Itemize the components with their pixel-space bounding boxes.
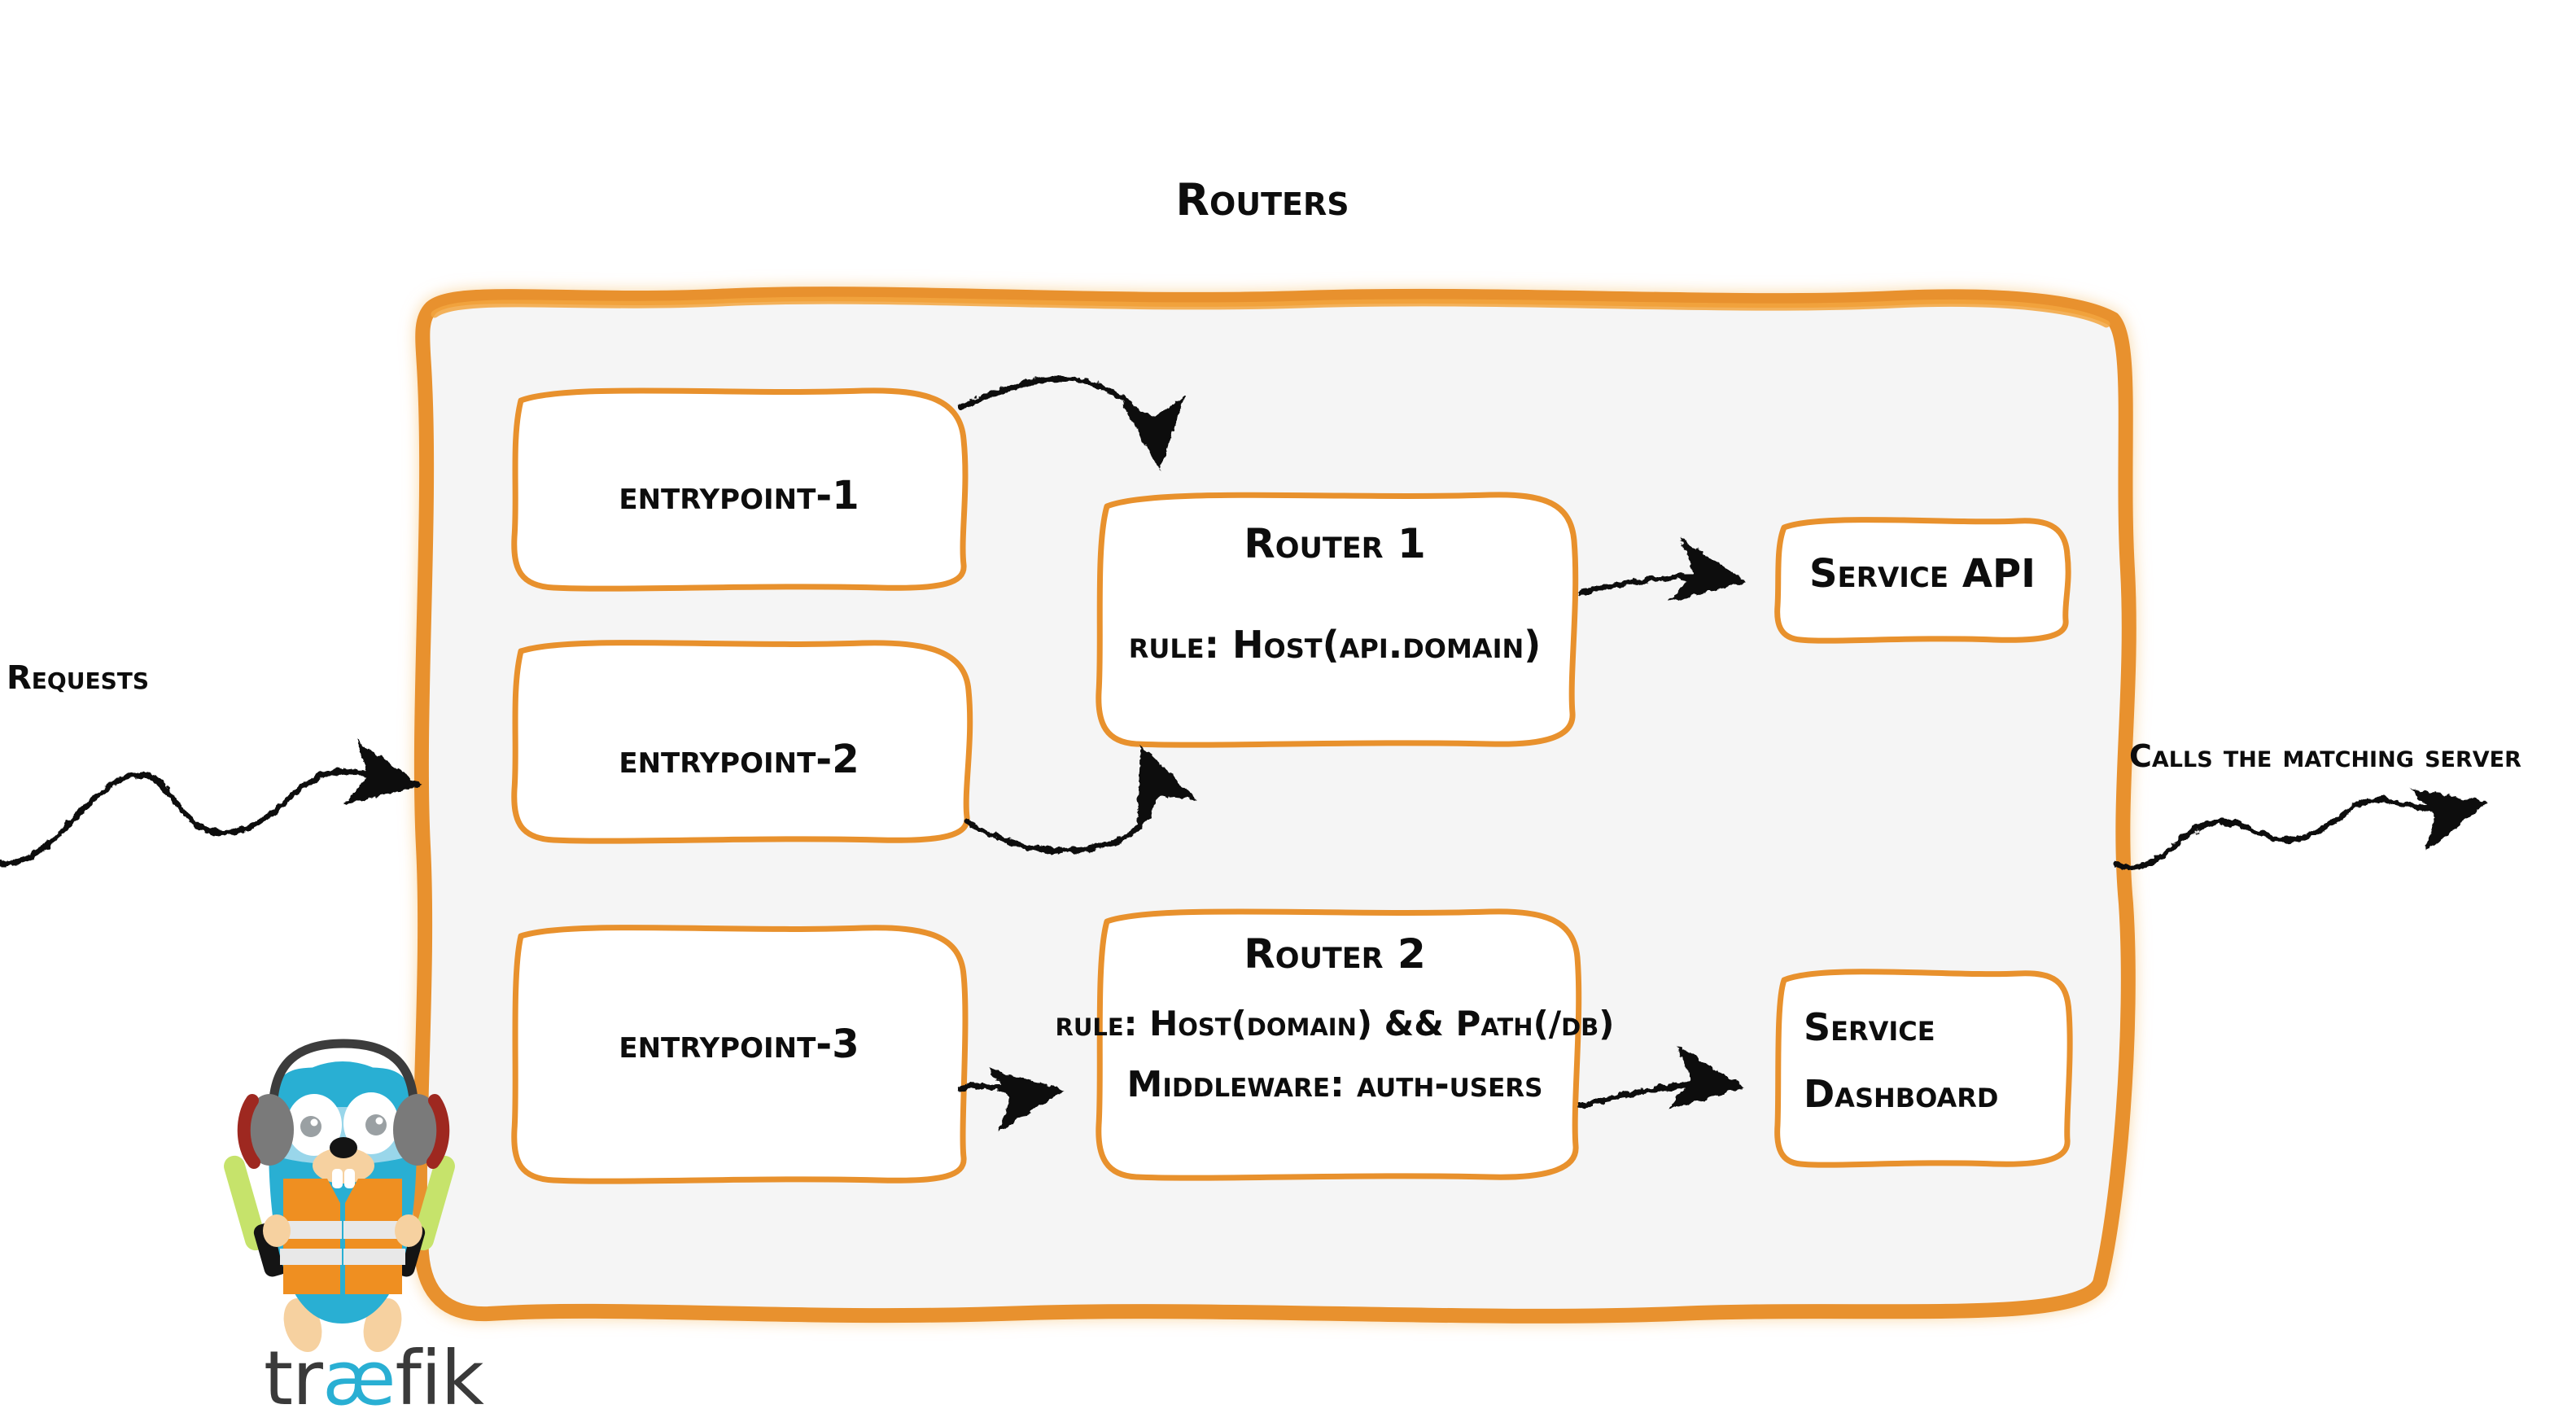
entrypoint-1-label: entrypoint-1 bbox=[619, 473, 859, 518]
connector-calls-out bbox=[2113, 788, 2489, 871]
connector-arrows bbox=[0, 375, 2489, 1134]
router-1-title: Router 1 bbox=[1244, 520, 1426, 567]
connector-requests-in bbox=[0, 739, 422, 867]
router-2-rule: rule: Host(domain) && Path(/db) bbox=[1055, 1004, 1615, 1044]
connector-router2-servicedashboard bbox=[1577, 1045, 1745, 1110]
connector-ep3-router2 bbox=[956, 1068, 1065, 1134]
entrypoint-2-label: entrypoint-2 bbox=[619, 737, 859, 782]
gopher-figure bbox=[224, 1039, 455, 1353]
service-api-label: Service API bbox=[1808, 551, 2036, 597]
service-dashboard-box[interactable] bbox=[1774, 969, 2073, 1168]
entrypoint-1-box[interactable] bbox=[511, 387, 969, 592]
connector-router1-serviceapi bbox=[1576, 537, 1747, 602]
connector-ep2-router1 bbox=[962, 745, 1198, 854]
connector-ep1-router1 bbox=[957, 375, 1186, 470]
entrypoint-2-box[interactable] bbox=[511, 640, 973, 844]
router-2-title: Router 2 bbox=[1244, 930, 1426, 978]
entrypoint-3-box[interactable] bbox=[511, 925, 969, 1184]
router-2-box[interactable] bbox=[1096, 908, 1582, 1181]
service-dashboard-label-line2: Dashboard bbox=[1804, 1072, 1999, 1116]
page-title: Routers bbox=[1175, 174, 1349, 225]
label-requests: Requests bbox=[7, 659, 150, 697]
service-api-box[interactable] bbox=[1774, 517, 2071, 644]
router-2-middleware: Middleware: auth-users bbox=[1126, 1064, 1543, 1105]
label-calls-matching-server: Calls the matching server bbox=[2129, 738, 2521, 774]
traefik-wordmark: træfik bbox=[264, 1335, 484, 1422]
router-1-box[interactable] bbox=[1096, 492, 1579, 748]
service-dashboard-label-line1: Service bbox=[1804, 1005, 1935, 1049]
router-1-rule: rule: Host(api.domain) bbox=[1128, 623, 1542, 667]
entrypoint-3-label: entrypoint-3 bbox=[619, 1022, 859, 1067]
